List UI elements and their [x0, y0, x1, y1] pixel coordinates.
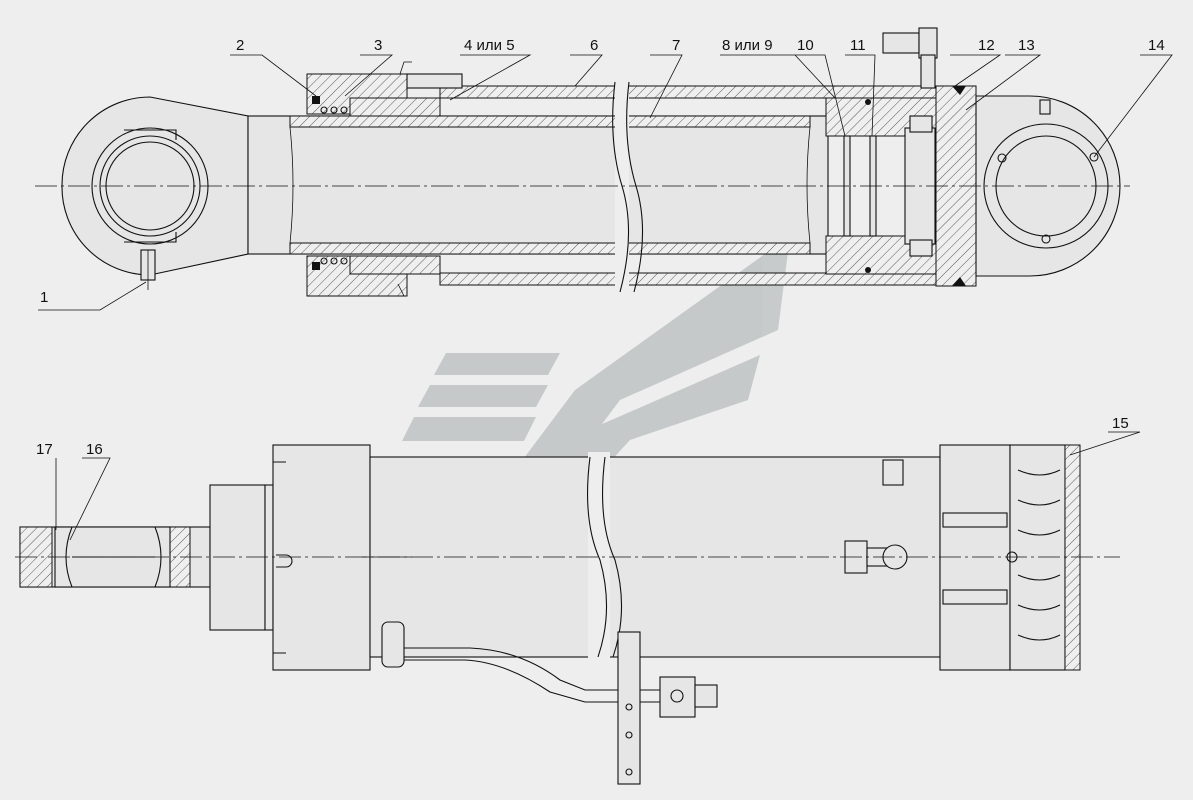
label-6: 6 [590, 37, 598, 54]
label-10: 10 [797, 37, 814, 54]
rod-guide [209, 484, 266, 631]
rod-eye [61, 96, 249, 290]
end-cap-exterior [939, 444, 1011, 671]
label-14: 14 [1148, 37, 1165, 54]
clevis-pin-section [1064, 444, 1081, 671]
label-12: 12 [978, 37, 995, 54]
label-11: 11 [850, 37, 866, 54]
piston-rod [247, 115, 829, 255]
label-17: 17 [36, 441, 53, 458]
cylinder-section-view [35, 27, 1130, 297]
callout-leaders [38, 54, 1173, 541]
label-1: 1 [40, 289, 48, 306]
label-8-or-9: 8 или 9 [722, 37, 773, 54]
barrel-port [882, 459, 904, 486]
gland-flange [272, 444, 371, 671]
cylinder-exterior-view [15, 444, 1120, 785]
clevis-exterior [1009, 444, 1066, 671]
hydraulic-line [381, 621, 718, 785]
label-2: 2 [236, 37, 244, 54]
label-16: 16 [86, 441, 103, 458]
callout-labels: 1 2 3 4 или 5 6 7 8 или 9 10 11 12 13 14… [36, 37, 1165, 458]
label-4-or-5: 4 или 5 [464, 37, 515, 54]
clevis-ribs [1017, 469, 1061, 641]
gland-ring [264, 484, 274, 631]
label-13: 13 [1018, 37, 1035, 54]
gland-nut [306, 61, 463, 297]
label-15: 15 [1112, 415, 1129, 432]
label-7: 7 [672, 37, 680, 54]
label-3: 3 [374, 37, 382, 54]
